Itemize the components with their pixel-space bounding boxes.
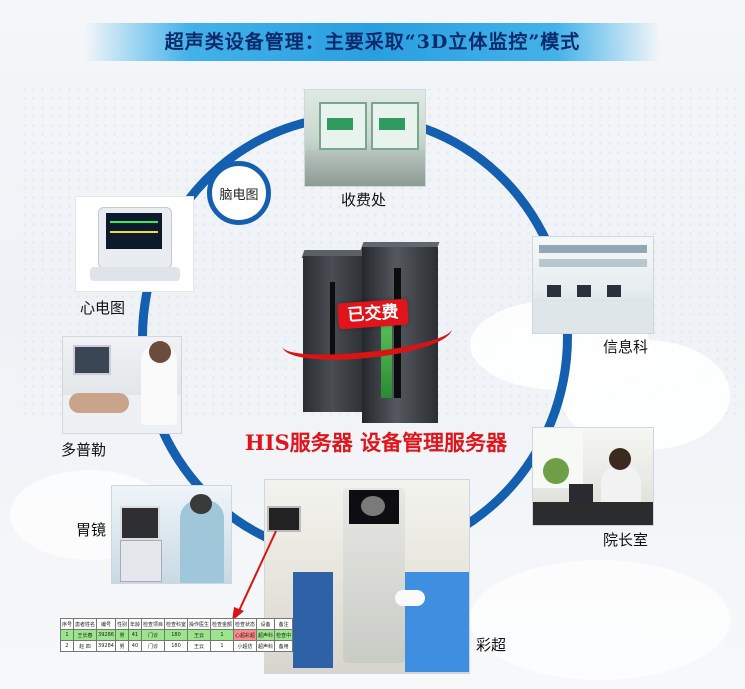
table-cell: 41 [127,629,142,641]
table-cell: 门诊 [140,629,165,641]
table-cell: 1 [59,629,75,641]
table-cell: 39284 [96,640,116,652]
ultrasound-photo [264,479,470,674]
table-header-cell: 检查状态 [233,618,258,630]
table-header-cell: 检查项目 [140,618,165,630]
doppler-label: 多普勒 [61,441,107,459]
doppler-photo [62,336,182,434]
eeg-node: 脑电图 [207,161,271,225]
table-cell: 王云 [186,629,212,641]
table-header-cell: 编号 [96,618,116,630]
table-cell: 39286 [96,629,116,641]
ecg-label: 心电图 [80,299,126,317]
table-cell: 小超仿 [233,640,258,652]
table-cell: 2 [59,640,75,652]
table-header-cell: 年龄 [127,618,142,630]
table-row: 1 王长春 39286 男 41 门诊 180 王云 1 心超彩超 超声科 检查… [59,629,294,641]
gastroscope-photo [111,485,232,584]
exam-record-table: 序号 患者姓名 编号 性别 年龄 检查项目 检查科室 操作医生 检查金额 检查状… [59,618,294,652]
table-cell: 门诊 [140,640,165,652]
table-cell: 180 [163,640,189,652]
table-cell: 40 [127,640,142,652]
table-cell: 1 [210,640,235,652]
red-pointer-arrow [232,530,277,621]
table-cell: 180 [163,629,189,641]
table-header-cell: 设备 [256,618,276,630]
dean-office-label: 院长室 [603,531,649,549]
table-cell: 超声科 [256,640,276,652]
table-header-cell: 操作医生 [186,618,212,630]
table-header-cell: 检查科室 [163,618,189,630]
eeg-label: 脑电图 [219,187,259,203]
table-header-row: 序号 患者姓名 编号 性别 年龄 检查项目 检查科室 操作医生 检查金额 检查状… [59,618,294,630]
table-cell: 心超彩超 [233,629,258,641]
ultrasound-label: 彩超 [476,636,507,654]
it-dept-photo [532,236,654,334]
page-title: 超声类设备管理：主要采取“3D立体监控”模式 [164,31,581,53]
dean-office-photo [532,427,654,526]
table-row: 2 赵 四 39284 男 40 门诊 180 王云 1 小超仿 超声科 备用 [59,640,294,652]
ecg-photo [75,196,194,292]
cloud-decoration [470,560,730,680]
title-banner [85,23,660,61]
table-header-cell: 性别 [114,618,129,630]
table-header-cell: 备注 [274,618,294,630]
paid-tag: 已交费 [337,298,409,330]
table-header-cell: 检查金额 [210,618,235,630]
table-cell: 1 [210,629,235,641]
it-dept-label: 信息科 [603,338,649,356]
table-header-cell: 序号 [59,618,75,630]
table-cell: 王云 [186,640,212,652]
his-server-cabinet [303,256,367,412]
gastroscope-label: 胃镜 [76,521,107,539]
table-cell: 检查中 [274,629,294,641]
server-caption: HIS服务器 设备管理服务器 [244,430,508,455]
table-cell: 超声科 [256,629,276,641]
cashier-label: 收费处 [341,191,387,209]
table-cell: 王长春 [73,629,98,641]
table-header-cell: 患者姓名 [73,618,98,630]
table-cell: 男 [114,629,129,641]
cashier-photo [304,89,426,187]
table-cell: 男 [114,640,129,652]
table-cell: 赵 四 [73,640,98,652]
table-cell: 备用 [274,640,294,652]
server-status-light [381,318,392,398]
